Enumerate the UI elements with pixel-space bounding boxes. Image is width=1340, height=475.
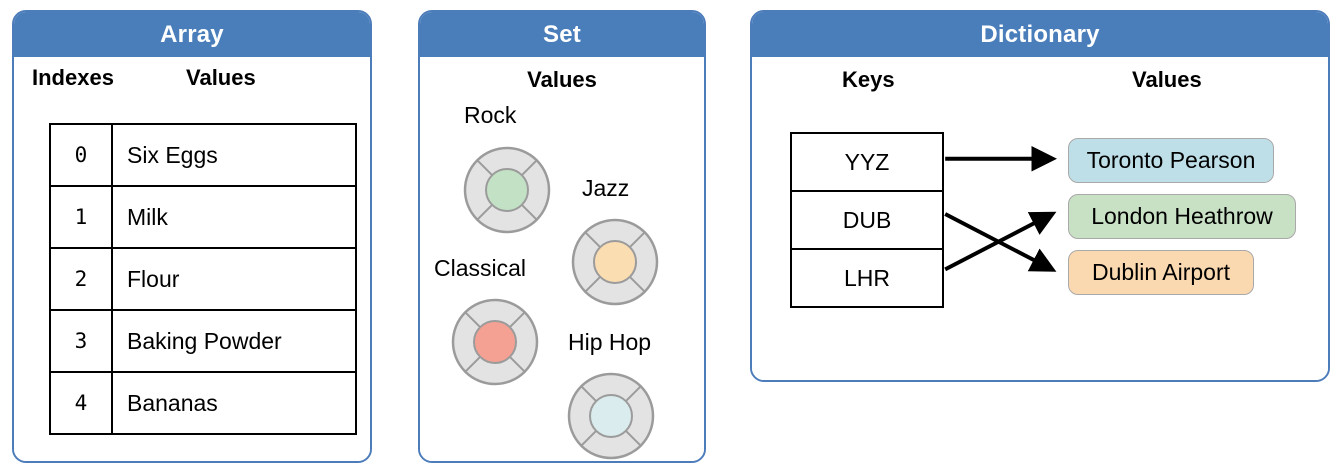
dict-value-pill-toronto-pearson: Toronto Pearson [1068,138,1274,183]
panel-set-header: Set [420,12,704,57]
array-table: 0 Six Eggs 1 Milk 2 Flour 3 Baking Powde… [49,123,357,435]
array-index-cell: 4 [49,371,113,435]
panel-set-title: Set [543,20,581,48]
panel-set: Set Values Rock Jazz [418,10,706,463]
panel-array: Array Indexes Values 0 Six Eggs 1 Milk 2… [12,10,372,463]
set-item-label-hip-hop: Hip Hop [568,329,652,355]
panel-dictionary-body: Keys Values YYZ DUB LHR [752,57,1328,380]
set-item-label-jazz: Jazz [582,175,630,201]
dict-key-cell-lhr: LHR [790,248,944,308]
array-index-cell: 3 [49,309,113,373]
arrow-right-icon-lhr [944,211,1057,272]
table-row: DUB [790,190,944,250]
vinyl-record-icon-jazz [570,217,660,312]
panel-array-body: Indexes Values 0 Six Eggs 1 Milk 2 Flour… [14,57,370,461]
panel-set-body: Values Rock Jazz [420,57,704,461]
panel-array-title: Array [160,20,224,48]
panel-dictionary-header: Dictionary [752,12,1328,57]
array-value-cell: Six Eggs [111,123,357,187]
set-item-label-classical: Classical [434,255,527,281]
dict-value-pill-dublin-airport: Dublin Airport [1068,250,1254,295]
array-value-cell: Flour [111,247,357,311]
table-row: YYZ [790,132,944,192]
vinyl-record-icon-hip-hop [566,371,656,461]
table-row: LHR [790,248,944,308]
table-row: 2 Flour [49,247,357,311]
vinyl-record-icon-classical [450,297,540,392]
set-column-header-values: Values [527,67,597,92]
arrow-right-icon-dub [944,212,1057,272]
dict-key-cell-yyz: YYZ [790,132,944,192]
table-row: 3 Baking Powder [49,309,357,373]
array-index-cell: 0 [49,123,113,187]
panel-dictionary: Dictionary Keys Values YYZ DUB LHR [750,10,1330,382]
panel-dictionary-title: Dictionary [980,20,1100,48]
dict-column-header-keys: Keys [842,67,895,92]
array-index-cell: 1 [49,185,113,249]
set-item-label-rock: Rock [464,102,517,128]
dict-key-cell-dub: DUB [790,190,944,250]
panel-array-header: Array [14,12,370,57]
array-value-cell: Baking Powder [111,309,357,373]
dict-value-pill-london-heathrow: London Heathrow [1068,194,1296,239]
dict-column-header-values: Values [1132,67,1202,92]
array-column-header-indexes: Indexes [32,65,114,90]
dict-keys-table: YYZ DUB LHR [790,132,944,308]
table-row: 4 Bananas [49,371,357,435]
vinyl-record-icon-rock [462,145,552,240]
table-row: 1 Milk [49,185,357,249]
array-value-cell: Milk [111,185,357,249]
array-column-header-values: Values [186,65,256,90]
array-value-cell: Bananas [111,371,357,435]
table-row: 0 Six Eggs [49,123,357,187]
array-index-cell: 2 [49,247,113,311]
